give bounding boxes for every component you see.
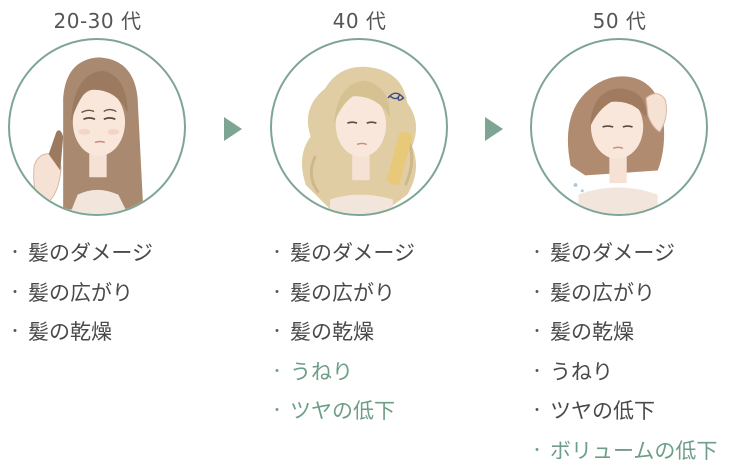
bullet: ・ xyxy=(270,274,290,314)
bullet: ・ xyxy=(530,392,550,432)
list-item-highlight: ・ツヤの低下 xyxy=(270,392,415,432)
list-item: ・髪のダメージ xyxy=(530,234,717,274)
symptom-list: ・髪のダメージ ・髪の広がり ・髪の乾燥 ・うねり ・ツヤの低下 ・ボリュームの… xyxy=(530,234,717,471)
list-item: ・髪の乾燥 xyxy=(270,313,415,353)
bullet: ・ xyxy=(270,353,290,393)
portrait-young-woman xyxy=(8,38,186,216)
bullet: ・ xyxy=(270,234,290,274)
bullet: ・ xyxy=(530,274,550,314)
list-item: ・髪の広がり xyxy=(8,274,153,314)
list-item: ・髪の乾燥 xyxy=(8,313,153,353)
bullet: ・ xyxy=(8,234,28,274)
list-item-highlight: ・ボリュームの低下 xyxy=(530,432,717,471)
list-item: ・髪のダメージ xyxy=(270,234,415,274)
bullet: ・ xyxy=(270,313,290,353)
bullet: ・ xyxy=(530,234,550,274)
bullet: ・ xyxy=(530,313,550,353)
list-item-highlight: ・うねり xyxy=(270,353,415,393)
list-item: ・髪の乾燥 xyxy=(530,313,717,353)
portrait-wavy-hair-woman xyxy=(270,38,448,216)
bullet: ・ xyxy=(270,392,290,432)
age-label: 20-30 代 xyxy=(0,5,195,34)
bullet: ・ xyxy=(8,274,28,314)
list-item: ・髪の広がり xyxy=(530,274,717,314)
list-item: ・うねり xyxy=(530,353,717,393)
arrow-right-icon xyxy=(224,117,242,141)
bullet: ・ xyxy=(530,353,550,393)
symptom-list: ・髪のダメージ ・髪の広がり ・髪の乾燥 xyxy=(8,234,153,353)
bullet: ・ xyxy=(530,432,550,471)
list-item: ・ツヤの低下 xyxy=(530,392,717,432)
list-item: ・髪の広がり xyxy=(270,274,415,314)
list-item: ・髪のダメージ xyxy=(8,234,153,274)
bullet: ・ xyxy=(8,313,28,353)
age-label: 50 代 xyxy=(522,5,717,34)
symptom-list: ・髪のダメージ ・髪の広がり ・髪の乾燥 ・うねり ・ツヤの低下 xyxy=(270,234,415,432)
arrow-right-icon xyxy=(485,117,503,141)
portrait-bob-hair-woman xyxy=(530,38,708,216)
age-label: 40 代 xyxy=(262,5,457,34)
